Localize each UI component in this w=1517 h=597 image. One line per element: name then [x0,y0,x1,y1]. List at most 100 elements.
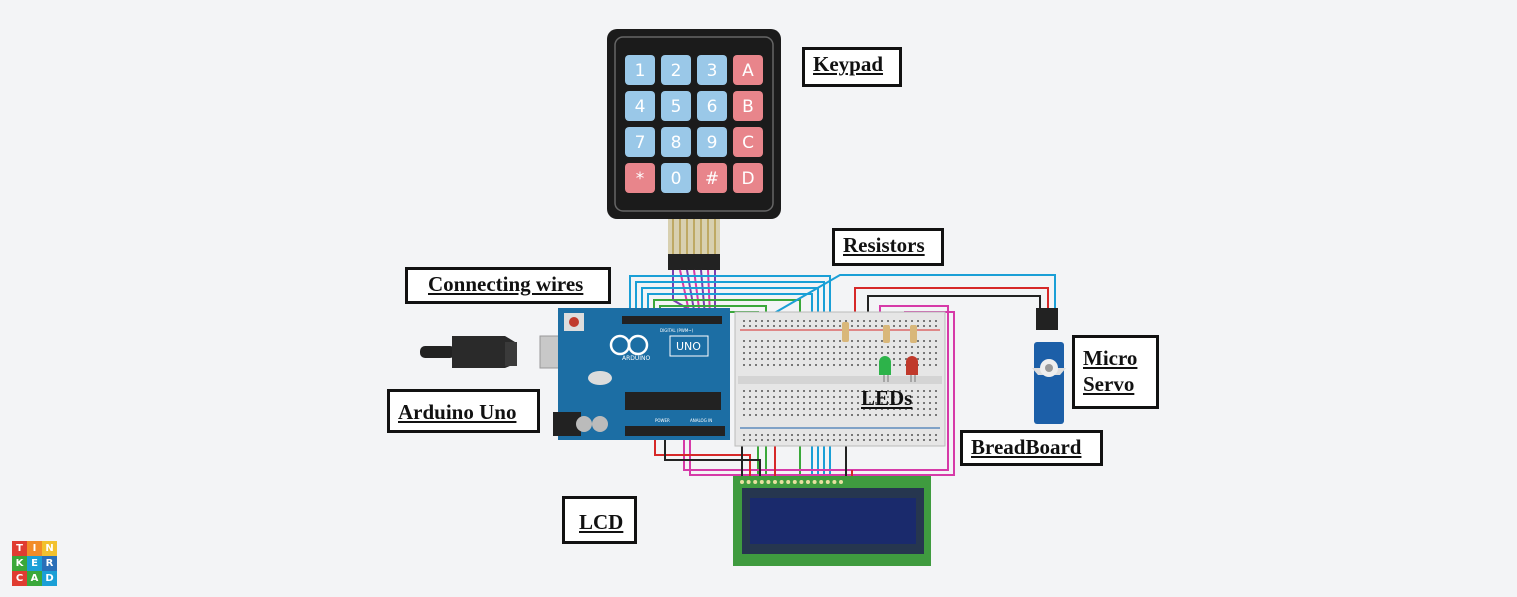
breadboard-hole [917,340,919,342]
breadboard-hole [857,390,859,392]
resistors [842,322,917,343]
breadboard-hole [857,414,859,416]
breadboard-hole [875,320,877,322]
breadboard-hole [923,358,925,360]
breadboard-hole [851,402,853,404]
breadboard-hole [839,396,841,398]
breadboard-hole [815,346,817,348]
breadboard-hole [863,408,865,410]
breadboard-hole [917,402,919,404]
breadboard-hole [893,364,895,366]
lcd-pin [753,480,758,484]
breadboard-hole [743,358,745,360]
keypad-connector [668,254,720,270]
breadboard-hole [803,439,805,441]
breadboard-hole [875,414,877,416]
breadboard-hole [929,325,931,327]
breadboard-hole [917,396,919,398]
breadboard-hole [839,346,841,348]
keypad-key [697,91,727,121]
breadboard-hole [863,346,865,348]
breadboard-hole [839,352,841,354]
lcd-pin [759,480,764,484]
label-breadboard: BreadBoard [960,430,1103,466]
breadboard-hole [791,325,793,327]
breadboard-hole [845,408,847,410]
breadboard-hole [887,346,889,348]
keypad-key [661,91,691,121]
breadboard-hole [863,434,865,436]
keypad-key-label: C [742,133,754,153]
breadboard-hole [827,439,829,441]
tinkercad-logo-letter: T [12,541,27,556]
breadboard-hole [881,346,883,348]
breadboard-hole [929,439,931,441]
breadboard-hole [917,346,919,348]
keypad-key [733,163,763,193]
breadboard-hole [839,434,841,436]
breadboard-hole [827,408,829,410]
label-resistors: Resistors [832,228,944,266]
breadboard-hole [755,439,757,441]
breadboard-hole [899,358,901,360]
breadboard-hole [761,358,763,360]
breadboard-hole [767,414,769,416]
keypad-key [625,91,655,121]
breadboard-hole [869,320,871,322]
lcd-pin [832,480,837,484]
breadboard-hole [935,352,937,354]
breadboard-hole [809,364,811,366]
lcd-pin [773,480,777,484]
keypad-key-label: A [742,61,754,81]
breadboard-hole [815,320,817,322]
breadboard-hole [743,402,745,404]
breadboard-hole [749,364,751,366]
breadboard-hole [905,340,907,342]
breadboard-hole [755,346,757,348]
lcd-display [733,476,931,566]
breadboard-hole [827,320,829,322]
breadboard-hole [773,390,775,392]
breadboard-hole [791,396,793,398]
breadboard-hole [779,346,781,348]
breadboard-hole [755,364,757,366]
breadboard-hole [749,414,751,416]
keypad-key [733,55,763,85]
breadboard-hole [899,364,901,366]
breadboard-hole [839,439,841,441]
label-lcd: LCD [562,496,637,544]
breadboard-hole [821,325,823,327]
breadboard-hole [815,364,817,366]
breadboard-hole [743,390,745,392]
breadboard-hole [791,439,793,441]
breadboard-hole [755,434,757,436]
breadboard-hole [827,396,829,398]
breadboard-hole [899,402,901,404]
breadboard-hole [935,364,937,366]
breadboard-hole [851,320,853,322]
breadboard-hole [911,402,913,404]
breadboard-hole [923,320,925,322]
breadboard-hole [857,439,859,441]
breadboard-hole [869,439,871,441]
tinkercad-logo-letter: A [27,571,42,586]
breadboard-hole [935,325,937,327]
keypad-key [661,127,691,157]
breadboard-hole [923,340,925,342]
breadboard-hole [845,390,847,392]
label-connecting-wires: Connecting wires [405,267,611,304]
breadboard-hole [803,434,805,436]
breadboard-hole [821,390,823,392]
breadboard-hole [809,358,811,360]
breadboard-hole [893,340,895,342]
breadboard-hole [779,364,781,366]
breadboard-hole [881,320,883,322]
breadboard-hole [899,390,901,392]
breadboard-hole [809,325,811,327]
keypad-key-label: 9 [707,133,718,153]
breadboard-hole [905,352,907,354]
breadboard-hole [851,340,853,342]
breadboard-hole [851,439,853,441]
breadboard-hole [761,396,763,398]
breadboard-hole [851,358,853,360]
